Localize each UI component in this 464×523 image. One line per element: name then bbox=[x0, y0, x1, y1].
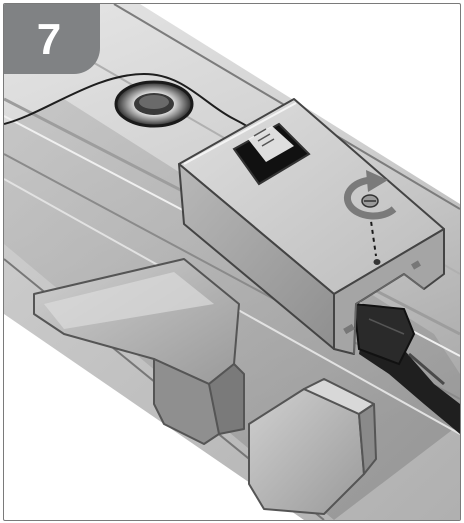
bottom-clamp bbox=[248, 378, 377, 515]
step-number: 7 bbox=[36, 15, 62, 64]
step-badge: 7 bbox=[4, 4, 100, 74]
left-clamp bbox=[33, 258, 245, 445]
grommet-ring-icon bbox=[114, 80, 194, 128]
power-cable bbox=[352, 302, 460, 434]
assembly-illustration bbox=[4, 4, 460, 520]
junction-box bbox=[178, 98, 445, 355]
rotate-counterclockwise-arrow-icon bbox=[343, 170, 397, 220]
illustration-frame: 7 bbox=[3, 3, 461, 521]
screw-icon bbox=[361, 194, 381, 265]
